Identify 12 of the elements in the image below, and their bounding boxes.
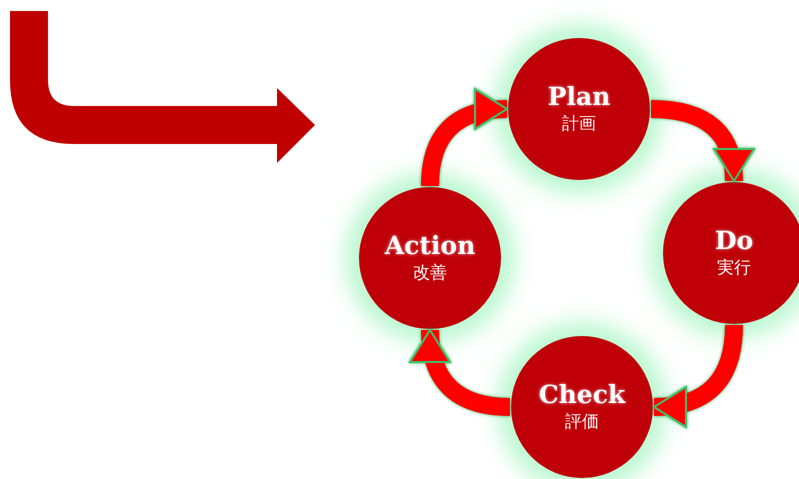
step-subtitle: 計画 — [562, 113, 596, 136]
curved-arrow — [653, 324, 743, 427]
step-subtitle: 実行 — [717, 257, 751, 280]
step-title: Do — [714, 226, 754, 256]
step-title: Plan — [548, 82, 610, 112]
curved-arrow — [410, 329, 510, 416]
step-title: Check — [538, 380, 626, 410]
step-title: Action — [384, 231, 476, 261]
step-subtitle: 改善 — [413, 262, 447, 285]
curved-arrow — [421, 89, 508, 186]
step-subtitle: 評価 — [565, 411, 599, 434]
curved-arrow — [650, 100, 754, 182]
